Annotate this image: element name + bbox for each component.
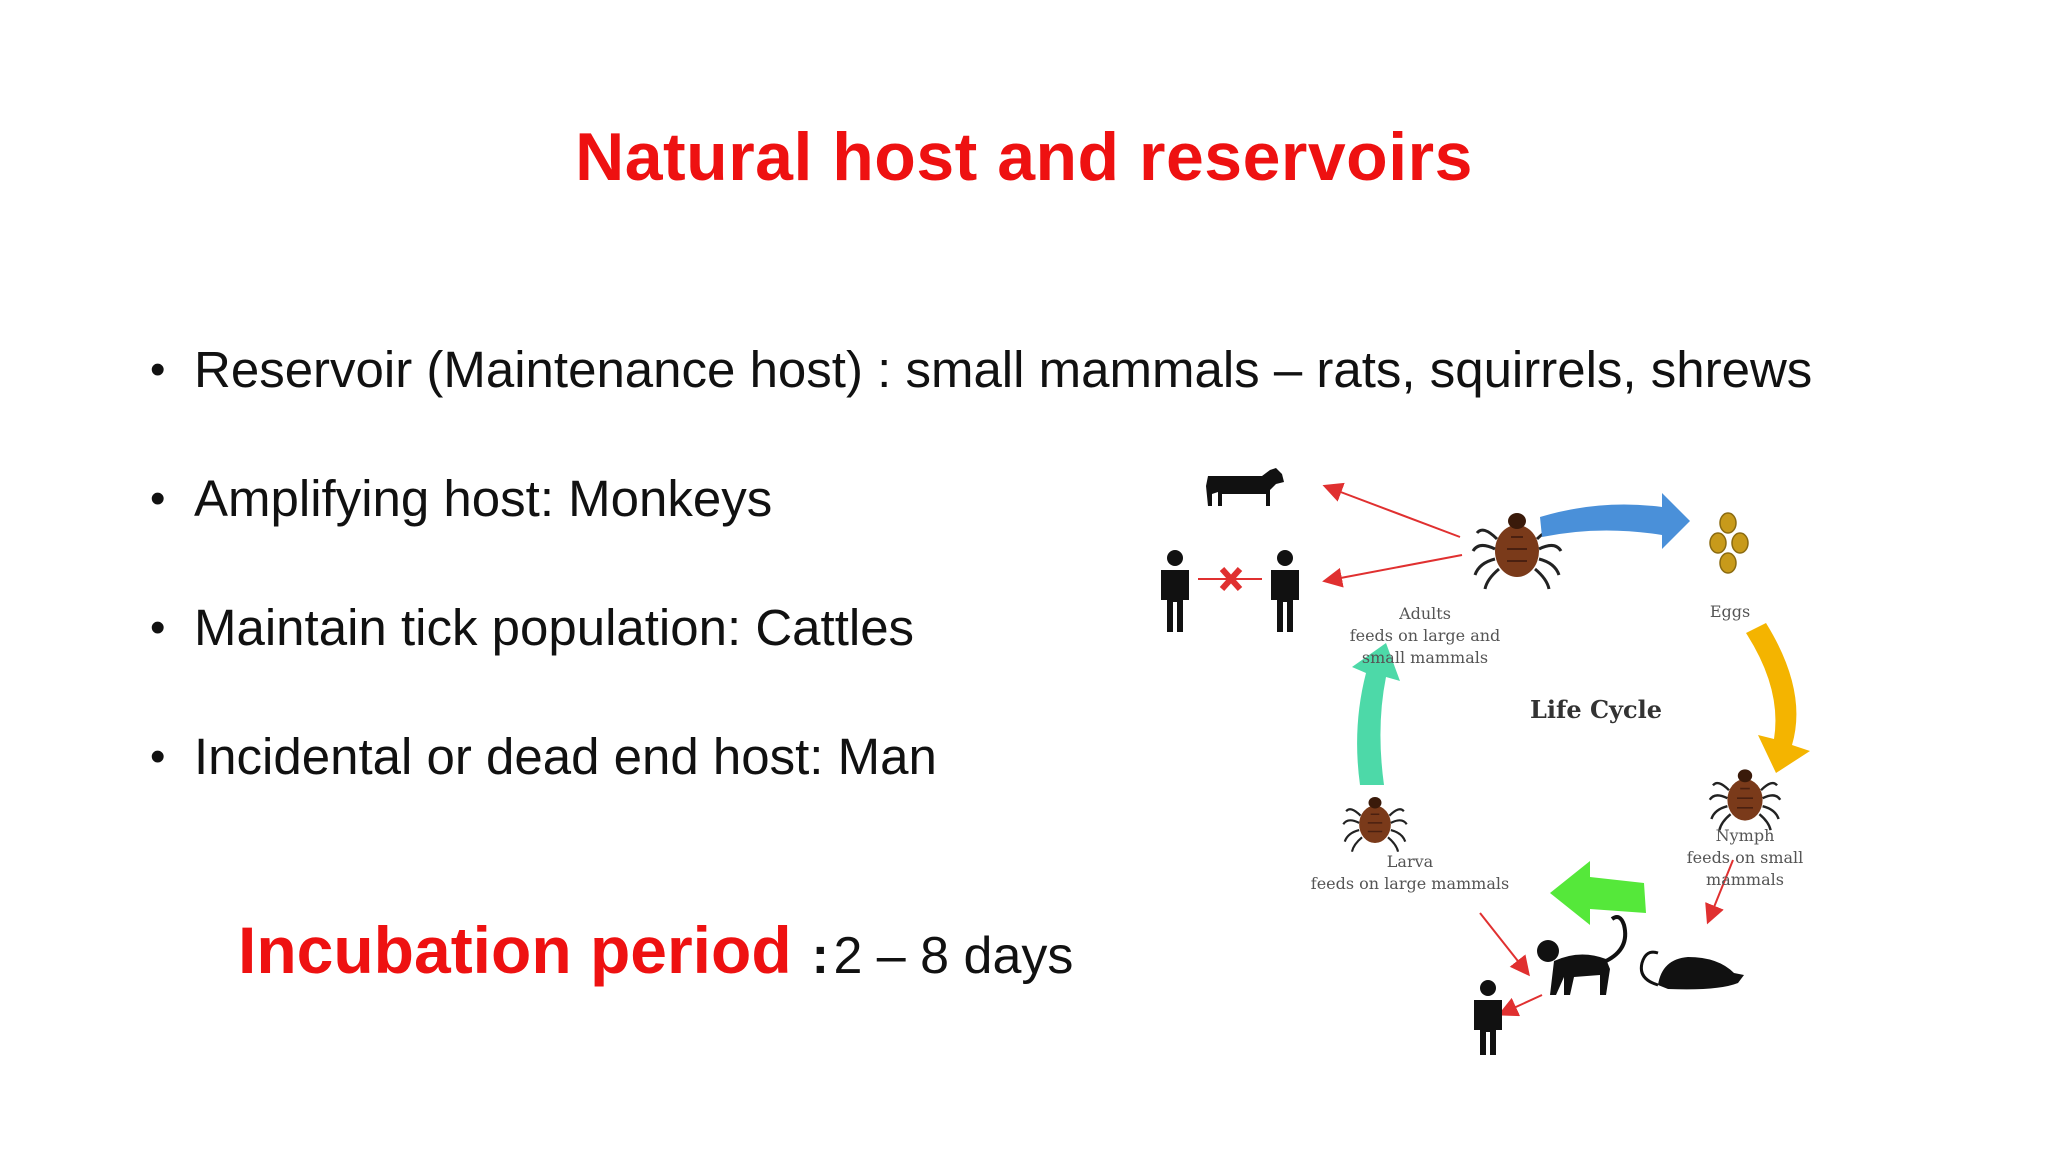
bullet-reservoir: • Reservoir (Maintenance host) : small m… — [150, 340, 1812, 469]
bullet-text: Reservoir (Maintenance host) : small mam… — [194, 341, 1813, 398]
arrow-to-nymph — [1746, 623, 1810, 773]
larva-caption-line: feeds on large mammals — [1310, 874, 1510, 893]
incubation-separator: : — [811, 927, 829, 985]
nymph-caption-line: feeds on small — [1686, 848, 1804, 867]
arrow-to-adult — [1352, 643, 1400, 785]
nymph-to-rodent-arrow — [1705, 859, 1734, 925]
larva-caption: Larva feeds on large mammals — [1280, 851, 1540, 895]
bullet-marker: • — [150, 732, 166, 781]
arrow-to-larva — [1550, 861, 1646, 925]
arrow-to-eggs — [1540, 493, 1690, 549]
bullet-marker: • — [150, 345, 166, 394]
adults-caption-line: small mammals — [1361, 648, 1489, 667]
larva-caption-line: Larva — [1386, 852, 1434, 871]
rodent-icon — [1639, 950, 1744, 990]
adults-caption: Adults feeds on large and small mammals — [1315, 603, 1535, 669]
eggs-caption: Eggs — [1709, 602, 1751, 621]
tick-life-cycle-diagram: Adults feeds on large and small mammals … — [1130, 455, 1850, 1062]
person-icon — [1271, 550, 1299, 632]
adults-caption-line: feeds on large and — [1349, 626, 1501, 645]
nymph-caption: Nymph feeds on small mammals — [1660, 825, 1830, 891]
bullet-marker: • — [150, 603, 166, 652]
bullet-text: Maintain tick population: Cattles — [194, 599, 915, 656]
bullet-text: Incidental or dead end host: Man — [194, 728, 937, 785]
bullet-list: • Reservoir (Maintenance host) : small m… — [150, 340, 1812, 856]
adults-caption-line: Adults — [1399, 604, 1451, 623]
incubation-label: Incubation period — [238, 913, 792, 987]
eggs-icon — [1709, 512, 1749, 574]
nymph-caption-line: Nymph — [1715, 826, 1775, 845]
cow-icon — [1206, 468, 1284, 506]
life-cycle-label: Life Cycle — [1530, 695, 1662, 724]
incubation-period: Incubation period: 2 – 8 days — [238, 912, 1073, 988]
incubation-value: 2 – 8 days — [833, 927, 1074, 985]
bullet-amplifying-host: • Amplifying host: Monkeys — [150, 469, 1812, 598]
bullet-dead-end-host: • Incidental or dead end host: Man — [150, 727, 1812, 856]
no-transmission-icon — [1198, 566, 1262, 592]
life-cycle-illustration — [1161, 468, 1810, 1062]
adult-to-man-arrow — [1322, 554, 1463, 588]
nymph-caption-line: mammals — [1706, 870, 1784, 889]
person-icon — [1474, 980, 1502, 1062]
bullet-tick-population: • Maintain tick population: Cattles — [150, 598, 1812, 727]
person-icon — [1161, 550, 1189, 632]
slide-title: Natural host and reservoirs — [575, 119, 1473, 195]
monkey-icon — [1537, 915, 1628, 995]
bullet-marker: • — [150, 474, 166, 523]
nymph-tick-icon — [1708, 768, 1782, 832]
monkey-to-man-arrow — [1497, 994, 1543, 1017]
adult-to-cattle-arrow — [1322, 482, 1461, 538]
larva-to-monkey-arrow — [1479, 912, 1530, 977]
bullet-text: Amplifying host: Monkeys — [194, 470, 773, 527]
larva-tick-icon — [1342, 795, 1408, 853]
